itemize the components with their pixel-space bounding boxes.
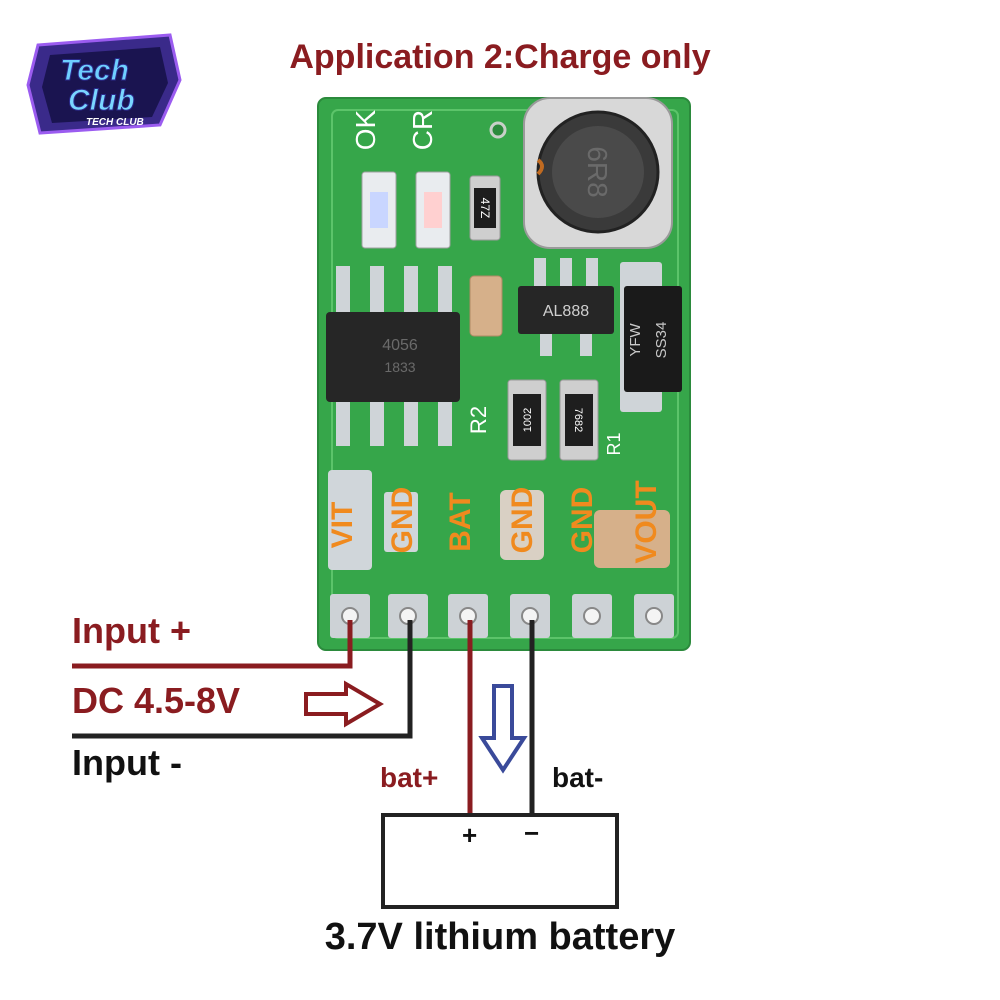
logo-line1: Tech bbox=[60, 54, 129, 87]
ic-charger: 4056 1833 bbox=[326, 266, 460, 446]
resistor-7682: 7682 bbox=[559, 379, 599, 461]
battery-minus-sign: − bbox=[524, 818, 540, 848]
resistor-47z-label: 47Z bbox=[478, 198, 492, 219]
bat-minus-label: bat- bbox=[552, 762, 604, 793]
resistor-1002: 1002 bbox=[507, 379, 547, 461]
wire-input-minus bbox=[72, 620, 413, 739]
header-pins bbox=[330, 594, 674, 638]
input-minus-label: Input - bbox=[72, 742, 182, 783]
pin-label-vit: VIT bbox=[326, 502, 359, 549]
led-cr bbox=[415, 171, 451, 249]
ic-charger-code: 1833 bbox=[384, 359, 415, 375]
arrow-right-icon bbox=[304, 680, 384, 728]
logo-line2: Club bbox=[68, 84, 135, 117]
silk-ok: OK bbox=[350, 109, 381, 150]
diode-label-ss34: SS34 bbox=[653, 322, 670, 359]
wire-input-plus bbox=[72, 620, 353, 669]
battery-name-label: 3.7V lithium battery bbox=[324, 916, 676, 958]
battery-box bbox=[381, 813, 619, 909]
pin-label-bat: BAT bbox=[444, 492, 477, 551]
inductor-label: 6R8 bbox=[582, 146, 613, 197]
arrow-down-icon bbox=[478, 684, 528, 774]
tech-club-logo: Tech Club TECH CLUB bbox=[26, 33, 182, 135]
silk-r1: R1 bbox=[604, 432, 624, 455]
pin-label-gnd-2: GND bbox=[506, 487, 539, 554]
resistor-47z: 47Z bbox=[469, 175, 501, 241]
battery-plus-sign: + bbox=[462, 820, 478, 850]
ic-booster-label: AL888 bbox=[543, 303, 589, 320]
ic-charger-label: 4056 bbox=[382, 337, 418, 354]
logo-line3: TECH CLUB bbox=[86, 117, 144, 128]
pin-label-gnd-1: GND bbox=[386, 487, 419, 554]
ic-booster: AL888 bbox=[518, 258, 614, 356]
input-plus-label: Input + bbox=[72, 610, 191, 651]
diode: YFW SS34 bbox=[620, 262, 682, 412]
diode-label-yfw: YFW bbox=[627, 322, 644, 356]
bat-plus-label: bat+ bbox=[380, 762, 439, 793]
silk-r2: R2 bbox=[466, 406, 491, 434]
resistor-7682-label: 7682 bbox=[572, 408, 584, 432]
silk-cr: CR bbox=[407, 110, 438, 150]
resistor-1002-label: 1002 bbox=[522, 408, 534, 432]
pin-label-vout: VOUT bbox=[630, 480, 663, 563]
pin-label-gnd-3: GND bbox=[566, 487, 599, 554]
diagram-title: Application 2:Charge only bbox=[289, 38, 711, 76]
inductor: 6R8 bbox=[523, 97, 673, 249]
capacitor bbox=[469, 275, 503, 337]
led-ok bbox=[361, 171, 397, 249]
dc-range-label: DC 4.5-8V bbox=[72, 680, 241, 721]
